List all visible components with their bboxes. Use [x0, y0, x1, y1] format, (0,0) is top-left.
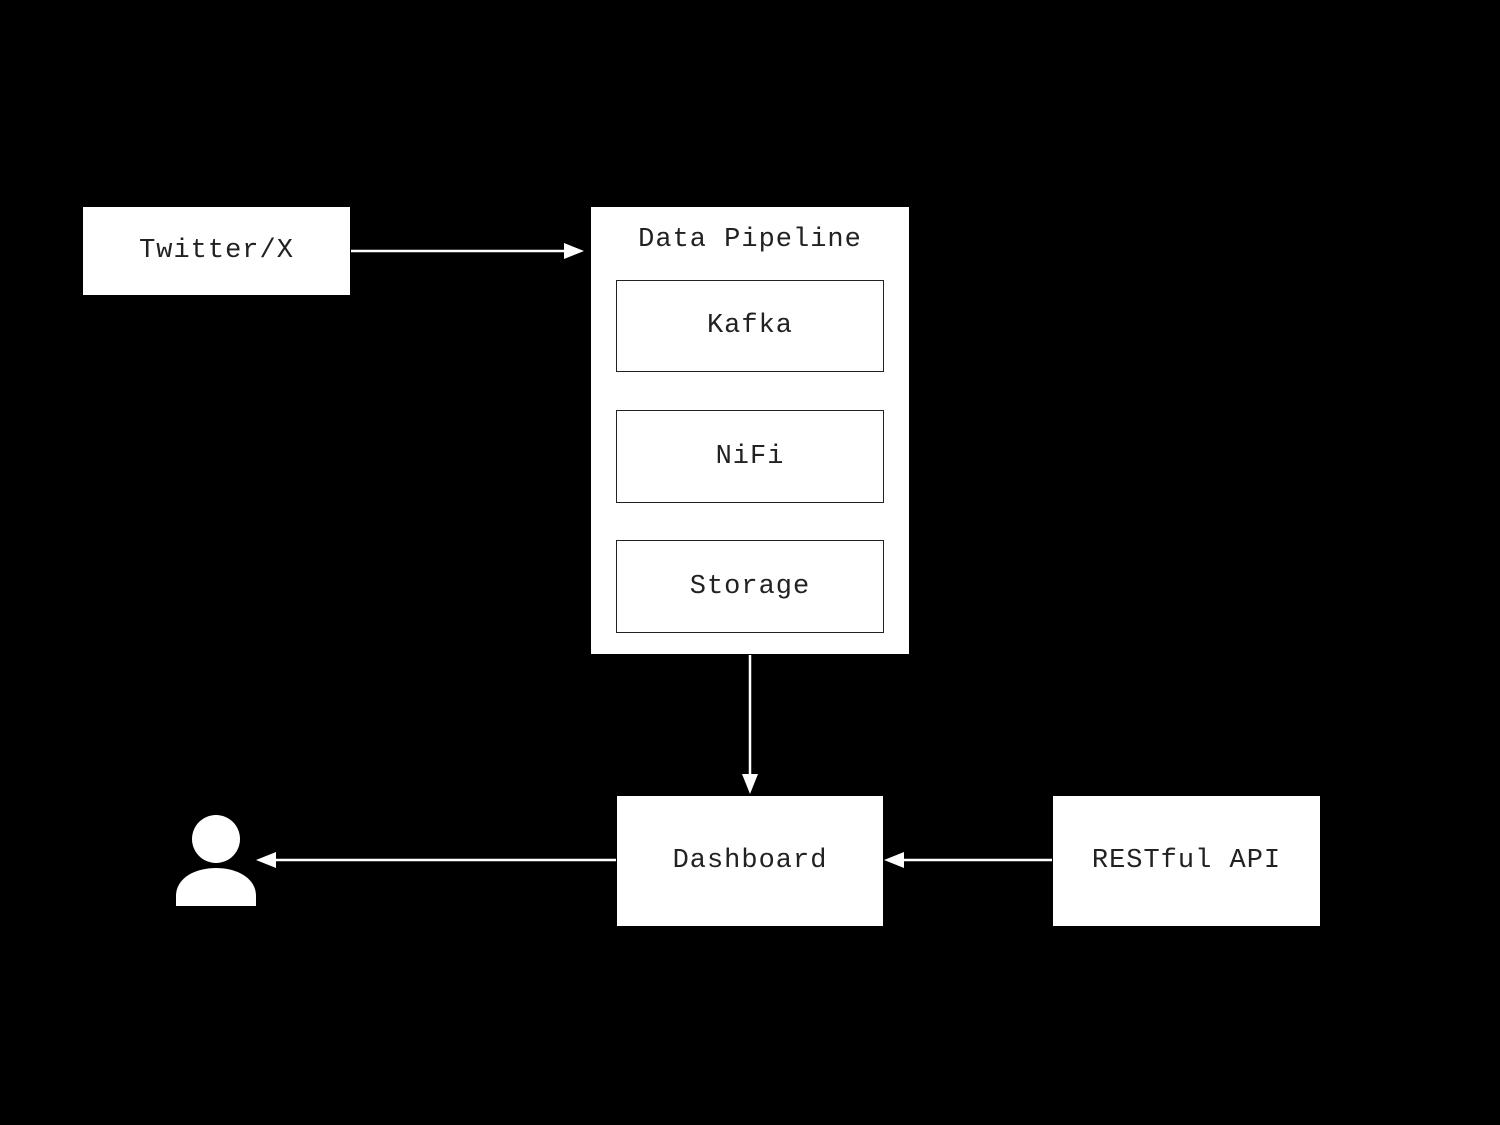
restful-api-node-label: RESTful API [1091, 846, 1282, 876]
twitter-node: Twitter/X [83, 207, 350, 295]
dashboard-node: Dashboard [617, 796, 883, 926]
storage-node-label: Storage [689, 571, 811, 602]
dashboard-node-label: Dashboard [672, 846, 828, 876]
user-icon [176, 815, 256, 906]
arrow-api-to-dashboard [884, 852, 1052, 868]
twitter-node-label: Twitter/X [139, 236, 294, 266]
kafka-node-label: Kafka [706, 311, 793, 341]
nifi-node: NiFi [616, 410, 884, 503]
data-pipeline-title: Data Pipeline [638, 225, 862, 255]
storage-node: Storage [616, 540, 884, 633]
nifi-node-label: NiFi [715, 441, 785, 472]
restful-api-node: RESTful API [1053, 796, 1320, 926]
data-pipeline-group: Data Pipeline Kafka NiFi Storage [591, 207, 909, 654]
arrow-dashboard-to-user [256, 852, 616, 868]
kafka-node: Kafka [616, 280, 884, 372]
arrow-pipeline-to-dashboard [742, 655, 758, 794]
arrow-twitter-to-pipeline [351, 243, 584, 259]
